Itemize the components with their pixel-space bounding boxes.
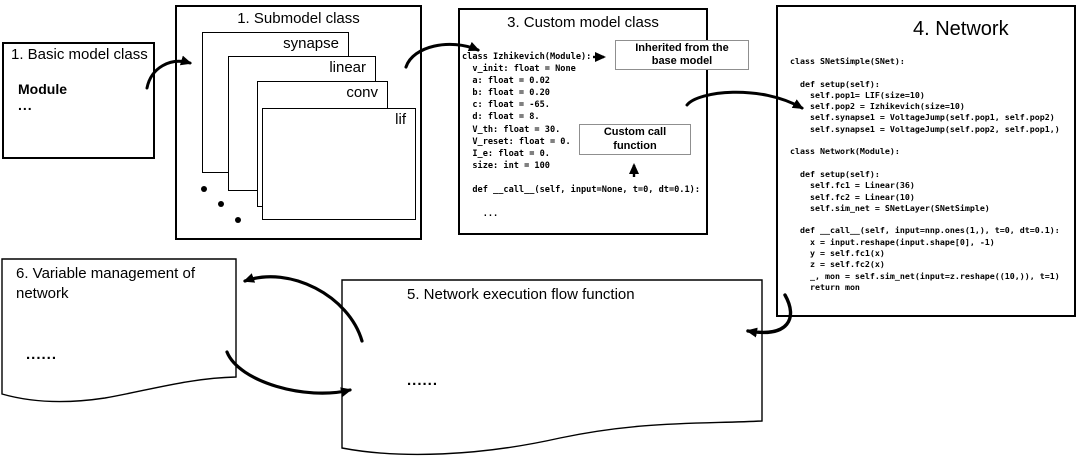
arrow-varmgmt-to-execflow [225, 350, 352, 398]
submodel-title: 1. Submodel class [237, 10, 360, 27]
ellipsis-dot [218, 201, 224, 207]
exec-flow-ellipsis: ...... [407, 372, 439, 389]
ellipsis-dot [201, 186, 207, 192]
basic-model-ellipsis: ... [18, 97, 33, 113]
inherited-callout: Inherited from the base model [615, 40, 749, 70]
network-title: 4. Network [913, 18, 1009, 40]
network-box: 4. Network [776, 5, 1076, 317]
exec-flow-title: 5. Network execution flow function [407, 286, 635, 303]
arrow-execflow-to-varmgmt [243, 273, 364, 343]
exec-flow-shape [341, 279, 763, 456]
ellipsis-dot [235, 217, 241, 223]
var-mgmt-ellipsis: ...... [26, 346, 58, 363]
custom-model-title: 3. Custom model class [507, 14, 659, 31]
var-mgmt-title: 6. Variable management of network [16, 265, 195, 302]
custom-model-box: 3. Custom model class [458, 8, 708, 235]
basic-model-box: 1. Basic model class Module ... [2, 42, 155, 159]
submodel-card-lif: lif [262, 108, 416, 220]
submodel-card-label: linear [329, 59, 366, 76]
network-code: class SNetSimple(SNet): def setup(self):… [790, 56, 1060, 292]
submodel-box: 1. Submodel class [175, 5, 422, 240]
submodel-card-label: conv [346, 84, 378, 101]
basic-model-body: Module [18, 81, 67, 97]
submodel-card-label: synapse [283, 35, 339, 52]
izhikevich-code: class Izhikevich(Module): v_init: float … [462, 52, 700, 220]
basic-model-title: 1. Basic model class [11, 46, 148, 63]
custom-call-callout: Custom call function [579, 124, 691, 155]
submodel-card-label: lif [395, 111, 406, 128]
